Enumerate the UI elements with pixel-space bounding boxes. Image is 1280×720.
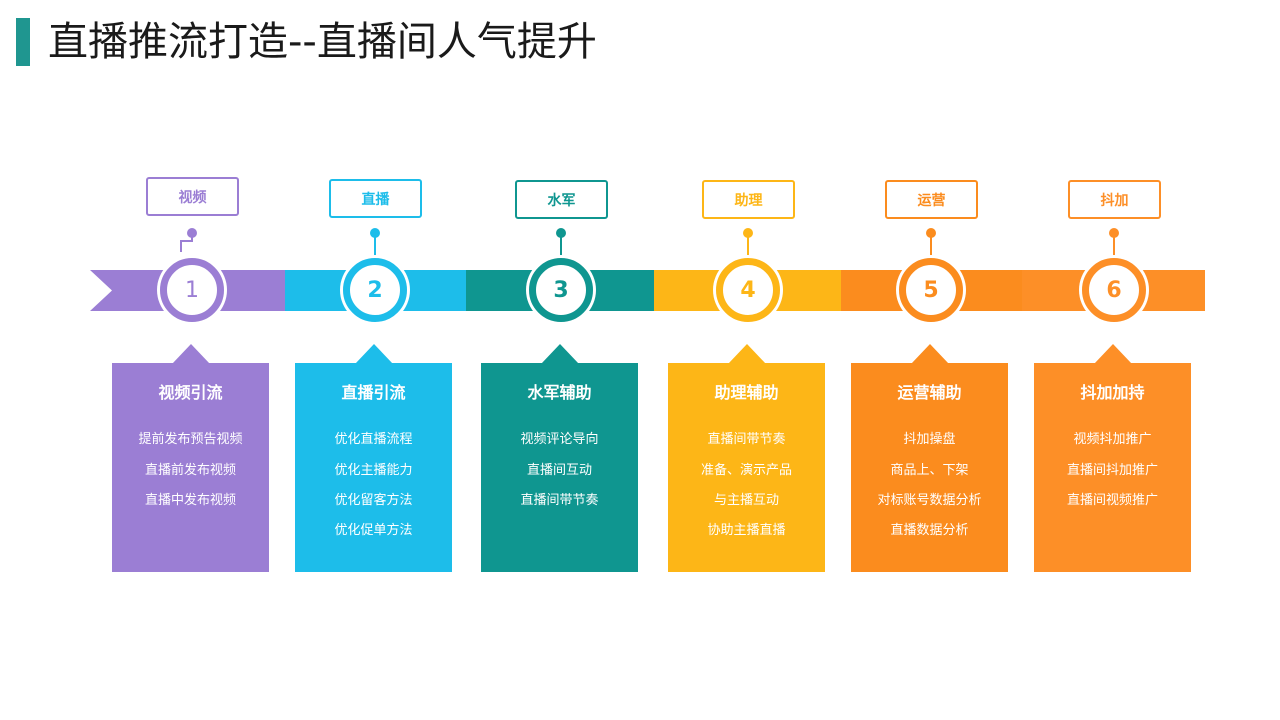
- step-tag: 抖加: [1068, 180, 1161, 219]
- step-card: 视频引流提前发布预告视频直播前发布视频直播中发布视频: [112, 344, 269, 572]
- step-number-circle: 3: [529, 258, 593, 322]
- step-pin-dot: [743, 228, 753, 238]
- step-pin-dot: [370, 228, 380, 238]
- step-card: 助理辅助直播间带节奏准备、演示产品与主播互动协助主播直播: [668, 344, 825, 572]
- step-tag: 视频: [146, 177, 239, 216]
- step-pin-line: [560, 236, 562, 256]
- step-card-item: 对标账号数据分析: [877, 493, 982, 508]
- step-card-pointer: [1093, 344, 1132, 364]
- step-card-item: 直播数据分析: [890, 523, 969, 538]
- step-card-item: 优化留客方法: [334, 493, 413, 508]
- step-pin-dot: [556, 228, 566, 238]
- step-card-title: 视频引流: [158, 383, 223, 402]
- step-pin-line: [180, 240, 182, 252]
- step-card-item: 抖加操盘: [903, 432, 956, 447]
- step-card-item: 提前发布预告视频: [138, 432, 243, 447]
- step-card-item: 优化促单方法: [334, 523, 413, 538]
- step-pin-line: [1113, 236, 1115, 256]
- step-pin-dot: [187, 228, 197, 238]
- step-pin-line: [180, 240, 192, 242]
- step-card: 抖加加持视频抖加推广直播间抖加推广直播间视频推广: [1034, 344, 1191, 572]
- step-card-item: 与主播互动: [713, 493, 779, 508]
- step-card-pointer: [727, 344, 766, 364]
- step-card-item: 直播间互动: [526, 463, 592, 478]
- step-card-item: 优化直播流程: [334, 432, 413, 447]
- step-pin-line: [191, 236, 193, 242]
- step-card-title: 水军辅助: [527, 383, 592, 402]
- step-card: 运营辅助抖加操盘商品上、下架对标账号数据分析直播数据分析: [851, 344, 1008, 572]
- step-pin-dot: [926, 228, 936, 238]
- step-card-pointer: [540, 344, 579, 364]
- step-card-pointer: [354, 344, 393, 364]
- step-card-title: 运营辅助: [897, 383, 962, 402]
- step-number-circle: 1: [160, 258, 224, 322]
- title-accent-bar: [16, 18, 30, 66]
- step-card-item: 优化主播能力: [334, 463, 413, 478]
- step-number-circle: 5: [899, 258, 963, 322]
- step-card-title: 助理辅助: [714, 383, 779, 402]
- step-tag: 助理: [702, 180, 795, 219]
- step-number-circle: 2: [343, 258, 407, 322]
- step-card-pointer: [171, 344, 210, 364]
- step-card-item: 直播前发布视频: [144, 463, 236, 478]
- step-card-item: 视频评论导向: [520, 432, 599, 447]
- page-title: 直播推流打造--直播间人气提升: [48, 19, 597, 65]
- step-card-item: 视频抖加推广: [1073, 432, 1152, 447]
- step-tag: 运营: [885, 180, 978, 219]
- step-card-item: 准备、演示产品: [700, 463, 792, 478]
- step-pin-dot: [1109, 228, 1119, 238]
- step-card-item: 商品上、下架: [890, 463, 969, 478]
- step-pin-line: [930, 236, 932, 256]
- step-tag: 直播: [329, 179, 422, 218]
- step-card-item: 直播中发布视频: [144, 493, 236, 508]
- step-number-circle: 6: [1082, 258, 1146, 322]
- step-pin-line: [374, 236, 376, 256]
- step-pin-line: [747, 236, 749, 256]
- step-card-item: 直播间带节奏: [520, 493, 599, 508]
- step-card-item: 协助主播直播: [707, 523, 786, 538]
- step-card: 水军辅助视频评论导向直播间互动直播间带节奏: [481, 344, 638, 572]
- step-card-item: 直播间视频推广: [1066, 493, 1158, 508]
- step-card-item: 直播间抖加推广: [1066, 463, 1158, 478]
- step-tag: 水军: [515, 180, 608, 219]
- step-number-circle: 4: [716, 258, 780, 322]
- step-card-title: 直播引流: [341, 383, 406, 402]
- step-card-item: 直播间带节奏: [707, 432, 786, 447]
- step-card-title: 抖加加持: [1080, 383, 1145, 402]
- step-card-pointer: [910, 344, 949, 364]
- step-card: 直播引流优化直播流程优化主播能力优化留客方法优化促单方法: [295, 344, 452, 572]
